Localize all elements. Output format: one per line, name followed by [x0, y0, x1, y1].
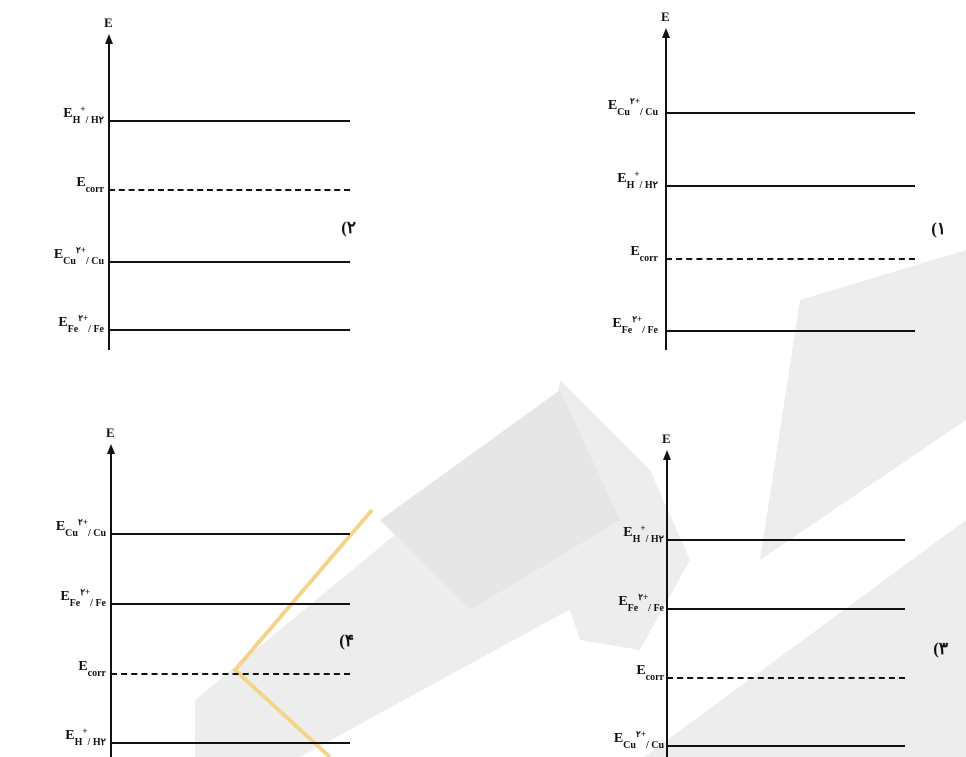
potential-label: EH+ / H۲	[65, 729, 106, 743]
potential-label: ECu۲+ / Cu	[56, 520, 106, 534]
potential-line	[111, 603, 350, 605]
option-number: (۴	[339, 632, 354, 649]
potential-label: Ecorr	[78, 660, 106, 674]
corrosion-potential-line	[111, 673, 350, 675]
axis-title: E	[106, 426, 115, 439]
axis-arrow-icon	[107, 444, 115, 454]
potential-line	[111, 533, 350, 535]
potential-line	[111, 742, 350, 744]
potential-label: EFe۲+ / Fe	[60, 590, 106, 604]
